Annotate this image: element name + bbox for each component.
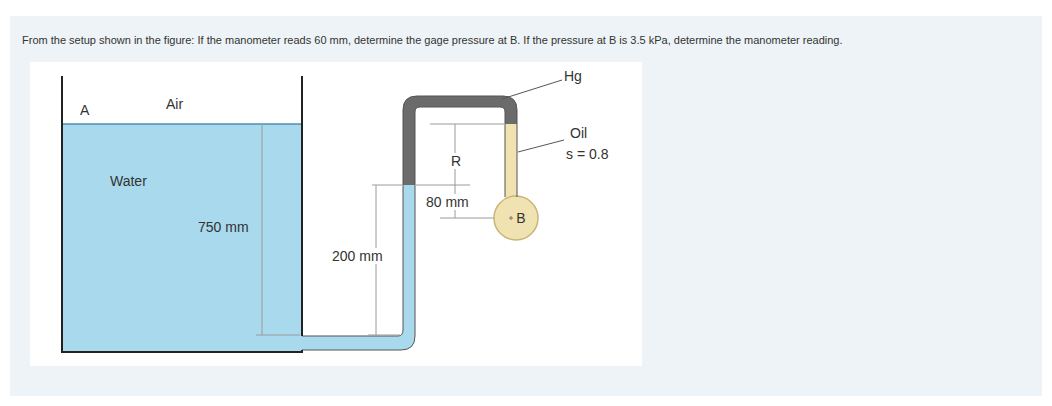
center-mark [509,216,513,220]
leader-line [502,80,562,99]
mercury-column [403,96,517,185]
dimension-label: 80 mm [424,194,471,210]
oil-column [505,124,517,204]
pipe-outline [302,96,517,336]
bulb-outline [494,196,538,240]
problem-statement: From the setup shown in the figure: If t… [22,34,843,47]
figure-panel [30,62,642,366]
point-label: B [516,210,525,226]
dimension-label: 200 mm [330,248,385,264]
fluid-label: Air [166,96,183,112]
water-surface [62,123,302,125]
leader-line [518,140,564,152]
specific-gravity-label: s = 0.8 [566,146,608,162]
dimension-label: 750 mm [196,219,251,235]
pipe-outline [302,107,505,350]
point-label: A [80,102,89,118]
bulb-node: B [496,198,536,238]
fluid-label: Water [110,173,147,189]
dimension-lines [256,124,504,335]
water-fill [62,124,302,352]
pipe-water [302,185,415,350]
dimension-label: R [449,153,463,169]
tank-wall [62,76,302,352]
fluid-label: Oil [570,125,587,141]
fluid-label: Hg [564,68,582,84]
outer-panel [10,16,1042,396]
